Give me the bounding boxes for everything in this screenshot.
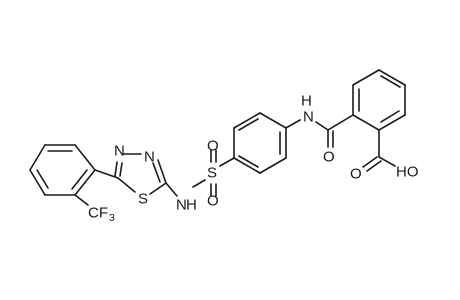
trifluoromethyl-group: CF 3 bbox=[74, 194, 115, 224]
amide-hydrogen-label: H bbox=[301, 93, 312, 110]
thiadiazole-ring: N N S bbox=[114, 143, 167, 208]
sulfonamide-nitrogen-label: N bbox=[176, 197, 187, 214]
sulfonyl-oxygen-top-label: O bbox=[207, 138, 219, 155]
amide-oxygen-label: O bbox=[323, 149, 335, 166]
thiadiazole-aryl-bond bbox=[94, 169, 119, 179]
acid-oxygen-label: O bbox=[350, 166, 362, 183]
sulfonamide-hydrogen-label: H bbox=[186, 197, 197, 214]
hydroxyl-label: HO bbox=[396, 164, 419, 181]
cf3-carbon-fluorine-label: CF bbox=[88, 205, 108, 222]
benzoic-acid-ring bbox=[352, 69, 406, 131]
sulfonyl-sulfur-label: S bbox=[207, 165, 217, 182]
trifluoromethylphenyl-ring bbox=[29, 144, 96, 196]
thiadiazole-sulfur-label: S bbox=[138, 191, 148, 208]
amide-carbonyl-group: O bbox=[315, 114, 354, 166]
sulfonyl-oxygen-bottom-label: O bbox=[207, 193, 219, 210]
thiadiazole-nitrogen-mid-label: N bbox=[114, 143, 125, 160]
amide-nitrogen-label: N bbox=[303, 109, 314, 126]
sulfonamide-nh-group: N H bbox=[165, 182, 197, 214]
phenylene-ring bbox=[233, 112, 287, 174]
sulfonyl-group: S O O bbox=[192, 138, 235, 210]
thiadiazole-nitrogen-top-label: N bbox=[144, 149, 155, 166]
carboxylic-acid-group: HO O bbox=[350, 129, 419, 183]
amide-nh-group: H N bbox=[285, 93, 314, 129]
cf3-subscript-label: 3 bbox=[109, 212, 115, 224]
